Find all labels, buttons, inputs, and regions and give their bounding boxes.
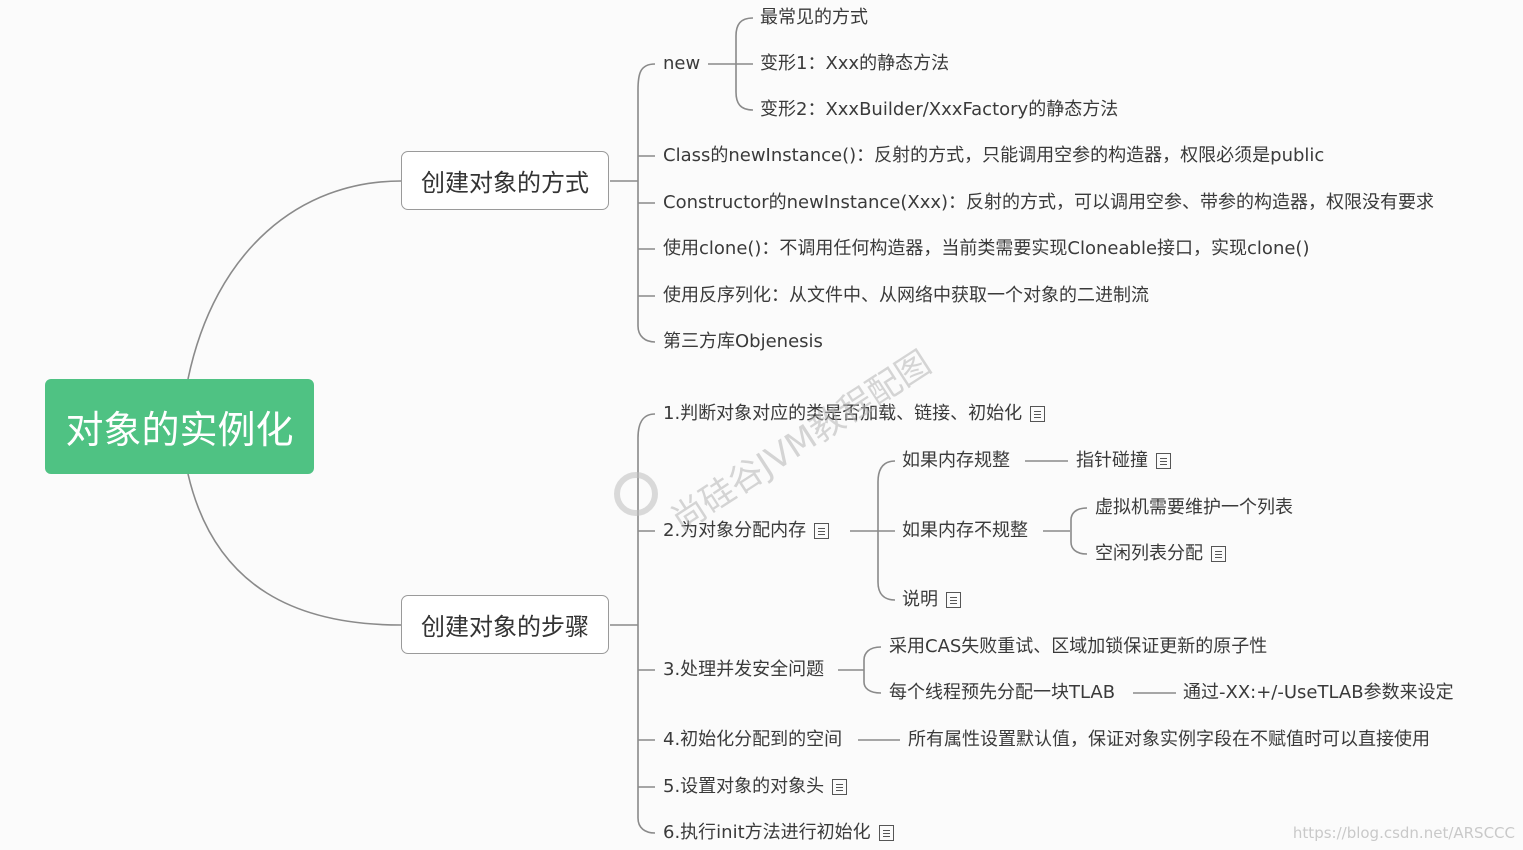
- note-icon[interactable]: [946, 592, 961, 608]
- root-node[interactable]: 对象的实例化: [45, 379, 314, 474]
- step6-label: 6.执行init方法进行初始化: [663, 822, 871, 843]
- node-new[interactable]: new: [663, 53, 701, 74]
- note-icon[interactable]: [832, 779, 848, 795]
- node-explanation[interactable]: 说明: [902, 589, 961, 611]
- branch-create-ways[interactable]: 创建对象的方式: [401, 151, 609, 210]
- node-constructor-newinstance[interactable]: Constructor的newInstance(Xxx)：反射的方式，可以调用空…: [663, 192, 1435, 213]
- free-list-label: 空闲列表分配: [1095, 543, 1203, 564]
- node-vm-list[interactable]: 虚拟机需要维护一个列表: [1095, 497, 1293, 518]
- step2-label: 2.为对象分配内存: [663, 520, 807, 541]
- node-step2[interactable]: 2.为对象分配内存: [663, 520, 830, 542]
- branch-create-steps[interactable]: 创建对象的步骤: [401, 595, 609, 654]
- explanation-label: 说明: [902, 589, 938, 610]
- note-icon[interactable]: [1030, 406, 1046, 422]
- node-new-child-3[interactable]: 变形2：XxxBuilder/XxxFactory的静态方法: [760, 99, 1119, 120]
- note-icon[interactable]: [1156, 453, 1171, 469]
- node-tlab-param[interactable]: 通过-XX:+/-UseTLAB参数来设定: [1183, 682, 1454, 703]
- node-new-child-1[interactable]: 最常见的方式: [760, 7, 868, 28]
- note-icon[interactable]: [814, 523, 830, 539]
- node-tlab[interactable]: 每个线程预先分配一块TLAB: [889, 682, 1116, 703]
- node-free-list[interactable]: 空闲列表分配: [1095, 543, 1226, 565]
- node-objenesis[interactable]: 第三方库Objenesis: [663, 331, 823, 352]
- node-default-values[interactable]: 所有属性设置默认值，保证对象实例字段在不赋值时可以直接使用: [908, 729, 1430, 750]
- credit-text: https://blog.csdn.net/ARSCCC: [1292, 824, 1515, 842]
- pointer-bump-label: 指针碰撞: [1076, 450, 1148, 471]
- node-pointer-bump[interactable]: 指针碰撞: [1076, 450, 1171, 472]
- node-step1[interactable]: 1.判断对象对应的类是否加载、链接、初始化: [663, 403, 1046, 425]
- node-step3[interactable]: 3.处理并发安全问题: [663, 659, 825, 680]
- step5-label: 5.设置对象的对象头: [663, 776, 825, 797]
- note-icon[interactable]: [1211, 546, 1226, 562]
- node-step5[interactable]: 5.设置对象的对象头: [663, 776, 848, 798]
- node-step6[interactable]: 6.执行init方法进行初始化: [663, 822, 894, 844]
- node-cas-retry[interactable]: 采用CAS失败重试、区域加锁保证更新的原子性: [889, 636, 1268, 657]
- node-new-child-2[interactable]: 变形1：Xxx的静态方法: [760, 53, 950, 74]
- node-class-newinstance[interactable]: Class的newInstance()：反射的方式，只能调用空参的构造器，权限必…: [663, 145, 1325, 166]
- node-clone[interactable]: 使用clone()：不调用任何构造器，当前类需要实现Cloneable接口，实现…: [663, 238, 1310, 259]
- step1-label: 1.判断对象对应的类是否加载、链接、初始化: [663, 403, 1023, 424]
- note-icon[interactable]: [878, 825, 894, 841]
- node-deserialization[interactable]: 使用反序列化：从文件中、从网络中获取一个对象的二进制流: [663, 285, 1149, 306]
- watermark-logo-icon: [614, 472, 658, 516]
- node-step4[interactable]: 4.初始化分配到的空间: [663, 729, 843, 750]
- node-memory-regular[interactable]: 如果内存规整: [902, 450, 1010, 471]
- node-memory-irregular[interactable]: 如果内存不规整: [902, 520, 1028, 541]
